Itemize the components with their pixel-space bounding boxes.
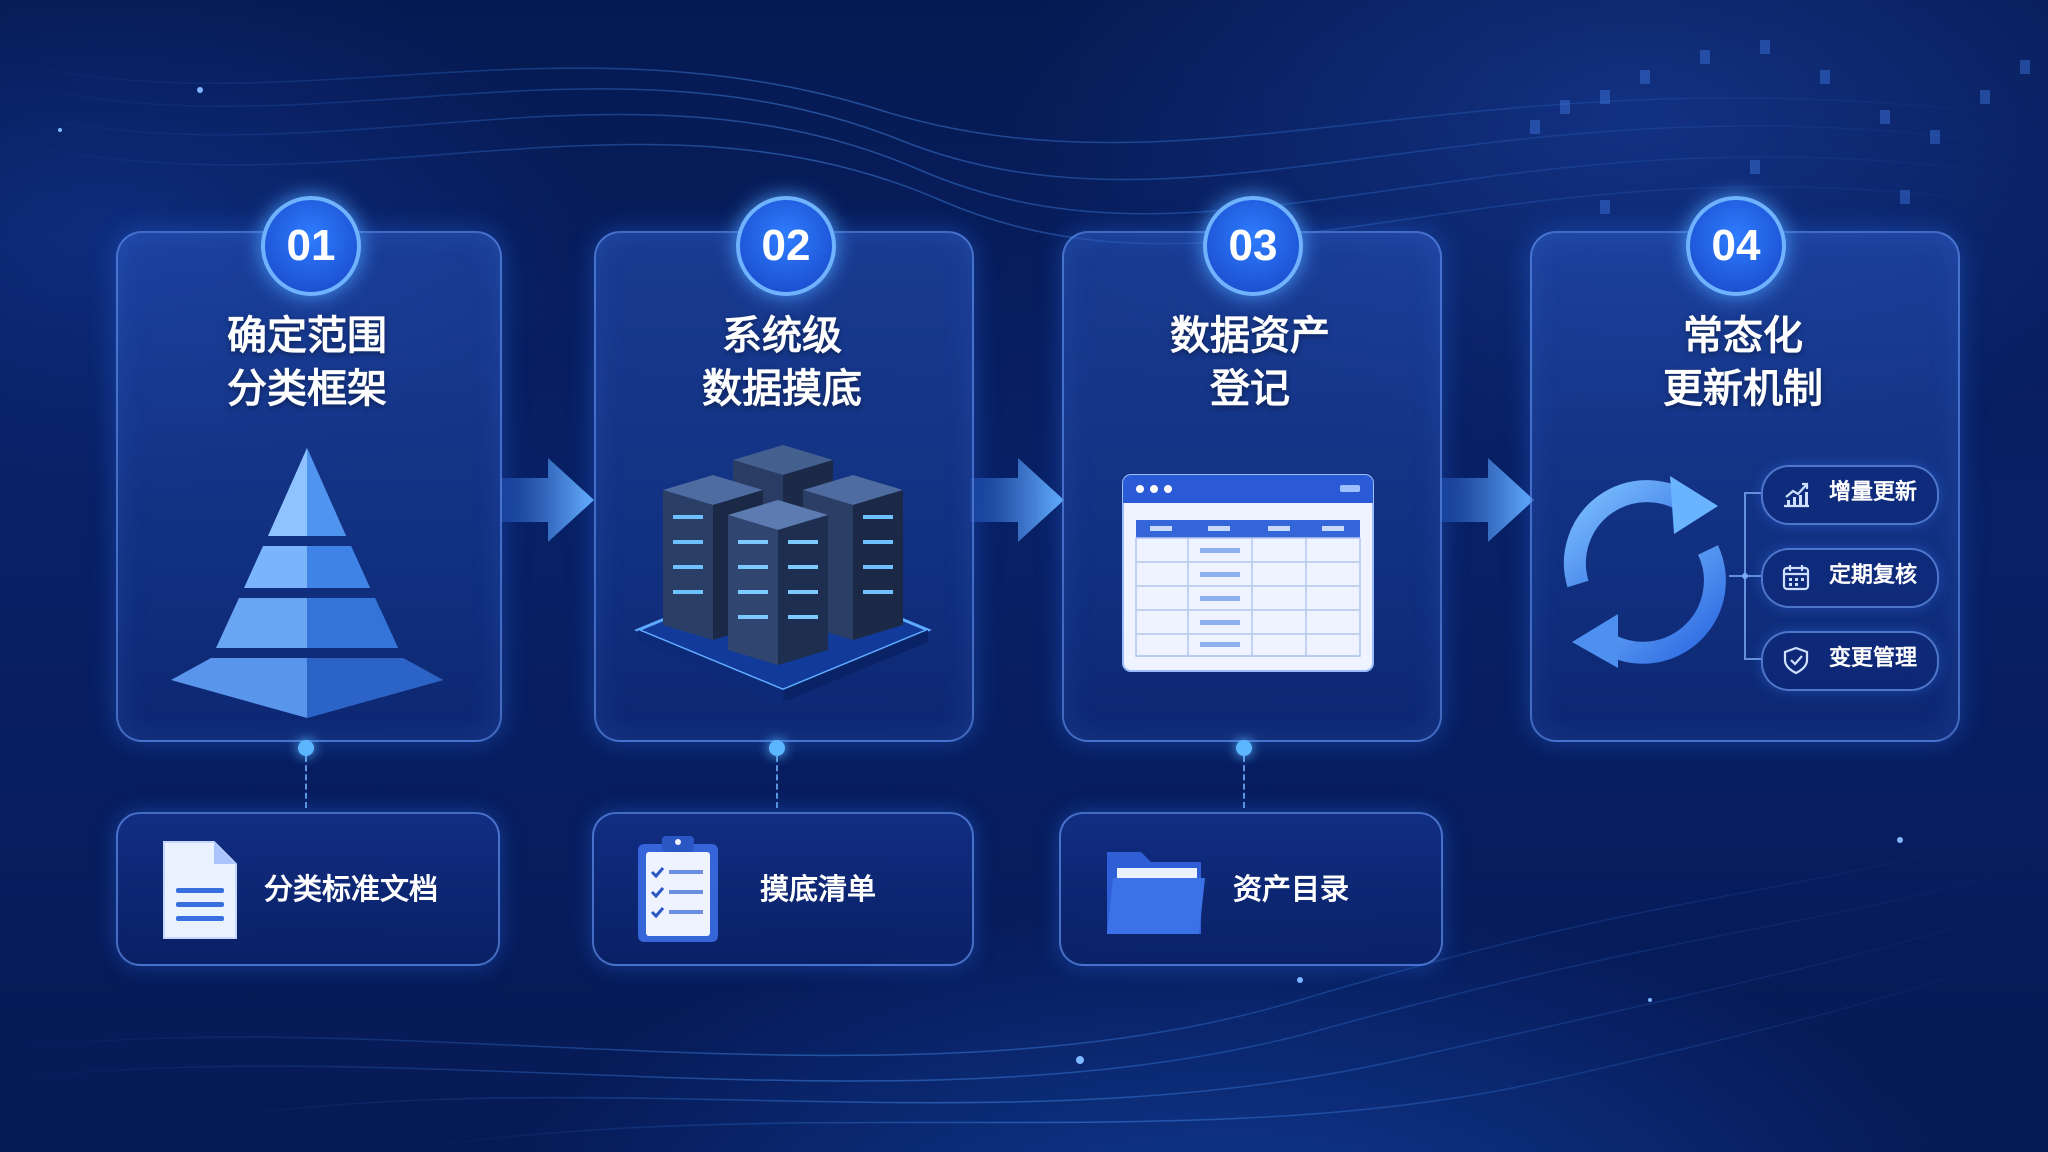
server-rack-icon	[634, 445, 932, 700]
output-box-1: 分类标准文档	[116, 812, 500, 966]
step-title-1: 确定范围 分类框架	[116, 310, 498, 416]
connector-dot-2	[769, 740, 785, 756]
update-item-incremental: 增量更新	[1761, 465, 1939, 525]
update-item-label: 定期复核	[1829, 563, 1918, 588]
update-item-label: 增量更新	[1829, 480, 1918, 505]
step-title-3: 数据资产 登记	[1062, 310, 1438, 416]
output-box-3: 资产目录	[1059, 812, 1443, 966]
arrow-right-icon	[1440, 458, 1534, 542]
pyramid-icon	[171, 448, 443, 718]
step-title-3-line2: 登记	[1210, 366, 1290, 412]
connector-line-2	[776, 756, 778, 808]
step-title-1-line1: 确定范围	[227, 313, 387, 359]
connector-dot-1	[298, 740, 314, 756]
output-label-3: 资产目录	[1233, 872, 1350, 906]
step-title-4-line1: 常态化	[1683, 313, 1803, 359]
output-label-2: 摸底清单	[760, 872, 877, 906]
connector-dot-3	[1236, 740, 1252, 756]
step-number-badge-4: 04	[1686, 196, 1786, 296]
refresh-cycle-icon	[1563, 476, 1726, 668]
update-item-periodic-review: 定期复核	[1761, 548, 1939, 608]
shield-check-icon	[1783, 646, 1809, 675]
step-number-badge-1: 01	[261, 196, 361, 296]
step-title-2-line1: 系统级	[722, 313, 842, 359]
arrow-right-icon	[970, 458, 1064, 542]
step-title-2: 系统级 数据摸底	[594, 310, 970, 416]
growth-chart-icon	[1784, 482, 1809, 508]
clipboard-checklist-icon	[638, 836, 718, 942]
step-number-badge-3: 03	[1203, 196, 1303, 296]
step-title-1-line2: 分类框架	[227, 366, 387, 412]
calendar-icon	[1782, 565, 1810, 591]
arrow-right-icon	[500, 458, 594, 542]
data-table-icon	[1122, 474, 1374, 672]
document-icon	[163, 841, 237, 939]
step-title-3-line1: 数据资产	[1170, 313, 1330, 359]
step-title-2-line2: 数据摸底	[702, 366, 862, 412]
connector-line-3	[1243, 756, 1245, 808]
update-item-label: 变更管理	[1829, 646, 1918, 671]
connector-line-1	[305, 756, 307, 808]
step-number-badge-2: 02	[736, 196, 836, 296]
step-title-4-line2: 更新机制	[1663, 366, 1823, 412]
update-item-change-management: 变更管理	[1761, 631, 1939, 691]
output-label-1: 分类标准文档	[264, 872, 439, 906]
step-title-4: 常态化 更新机制	[1530, 310, 1956, 416]
output-box-2: 摸底清单	[592, 812, 974, 966]
folder-icon	[1107, 852, 1205, 934]
